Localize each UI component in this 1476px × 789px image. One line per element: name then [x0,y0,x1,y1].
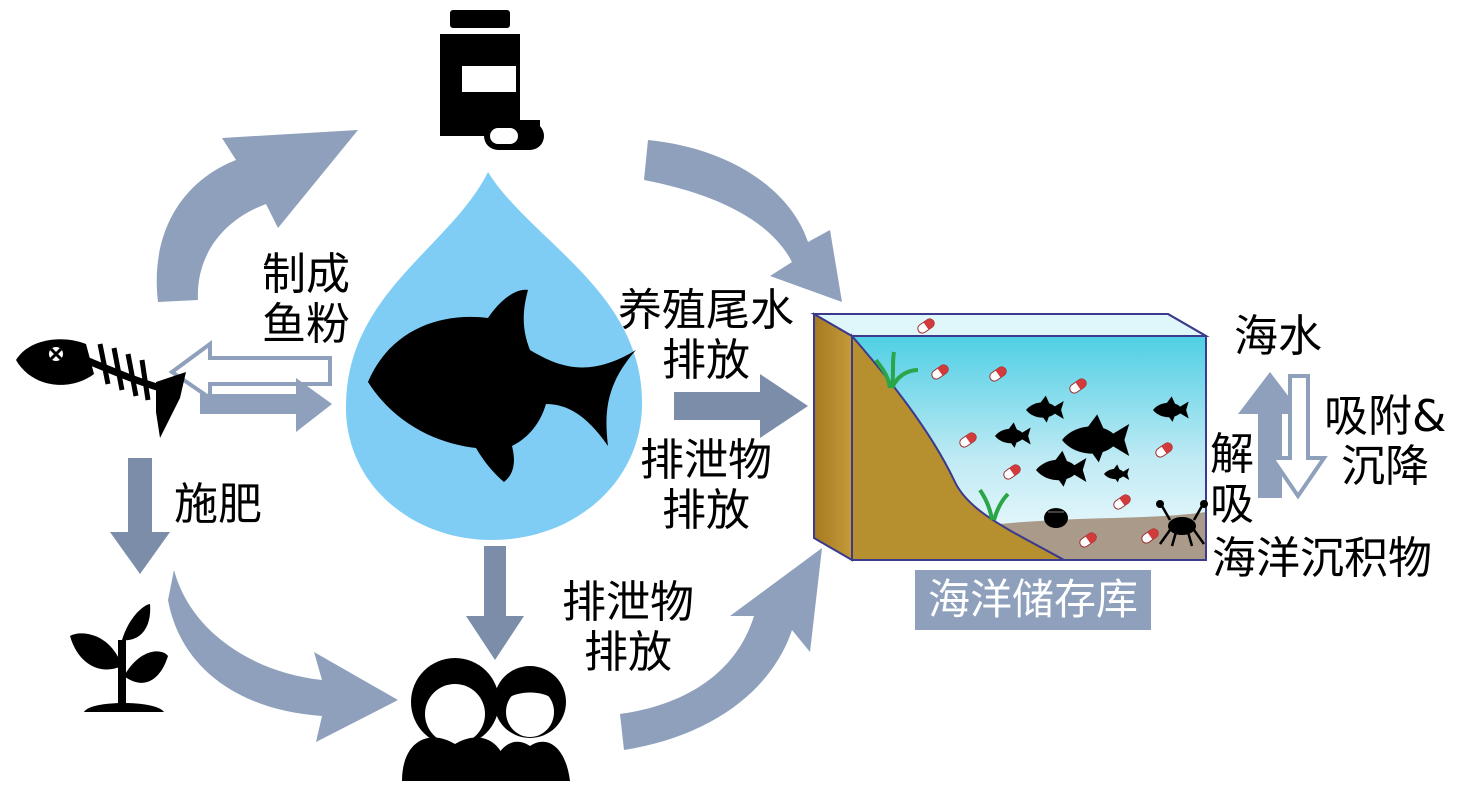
label-fertilize-text: 施肥 [174,479,262,530]
people-icon [402,658,570,781]
arrow-fishmeal-exchange [168,340,332,432]
arrow-fertilize [110,458,170,574]
arrow-drop-to-people [466,546,524,660]
label-fertilize: 施肥 [174,480,262,530]
label-fishmeal: 制成 鱼粉 [262,250,350,350]
seaweed-icon [874,351,1010,521]
fish-skeleton-icon [16,339,186,438]
label-tailwater-line1: 养殖尾水 [618,285,794,336]
aquarium-tank-icon [810,312,1210,562]
label-excreta-fish: 排泄物 排放 [640,436,772,536]
label-desorb-line2: 吸 [1210,479,1254,530]
label-adsorb-settle: 吸附& 沉降 [1324,392,1446,492]
label-desorb-line1: 解 [1210,429,1254,480]
label-ocean-store: 海洋储存库 [915,570,1151,630]
label-adsorb-line2: 沉降 [1341,441,1430,492]
label-adsorb-line1: 吸附& [1324,391,1447,442]
label-excreta-human-line1: 排泄物 [562,577,694,628]
label-excreta-human-line2: 排放 [584,627,672,678]
label-fishmeal-line2: 鱼粉 [262,299,350,350]
shell-icon [1044,508,1068,528]
fish-icon [368,289,636,482]
label-sediment: 海洋沉积物 [1212,534,1432,584]
label-tailwater: 养殖尾水 排放 [618,286,794,386]
label-seawater-text: 海水 [1234,311,1322,362]
pill-capsule-icon [484,122,544,150]
label-seawater: 海水 [1234,312,1322,362]
arrow-people-to-tank [620,548,822,750]
arrow-skeleton-to-medicine [156,130,358,302]
label-desorb: 解 吸 [1210,430,1254,530]
label-excreta-fish-line1: 排泄物 [640,435,772,486]
medicine-bottle-icon [440,10,540,136]
arrow-tailwater [674,374,808,438]
label-tailwater-line2: 排放 [662,335,750,386]
arrow-adsorb-down [1268,374,1328,500]
crab-icon [1156,500,1208,547]
plant-seedling-icon [70,604,168,712]
arrow-skeleton-to-people [168,570,398,742]
label-fishmeal-line1: 制成 [262,249,350,300]
label-excreta-fish-line2: 排放 [662,485,750,536]
label-excreta-human: 排泄物 排放 [562,578,694,678]
arrow-medicine-to-tank [644,140,842,302]
arrow-desorb-up [1238,372,1302,498]
label-sediment-text: 海洋沉积物 [1212,533,1432,584]
